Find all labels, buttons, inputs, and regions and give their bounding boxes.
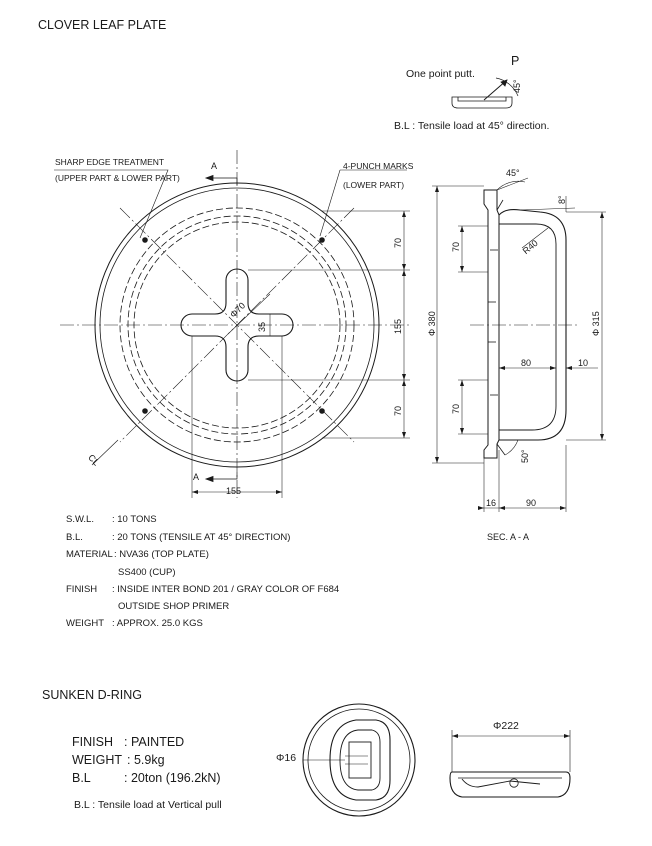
spec-value: OUTSIDE SHOP PRIMER [118,601,230,612]
spec-label: FINISH [66,584,98,595]
section-caption: SEC. A - A [487,532,530,542]
spec-label: WEIGHT [66,618,104,629]
dring-plan [302,703,416,817]
spec-value: : 10 TONS [112,514,157,525]
section-mark-top: A [211,161,218,171]
clover-title: CLOVER LEAF PLATE [38,18,167,32]
spec-label: B.L. [66,532,83,543]
sharp-edge-label: SHARP EDGE TREATMENT [55,157,165,167]
spec-value: : INSIDE INTER BOND 201 / GRAY COLOR OF … [112,584,340,595]
dring-title: SUNKEN D-RING [42,688,143,702]
spec-value: : 5.9kg [127,753,165,767]
spec-value: : NVA36 (TOP PLATE) [114,549,209,560]
dim-70-top: 70 [393,237,403,248]
dim-16: 16 [486,498,497,508]
lower-part-label: (LOWER PART) [343,180,405,190]
dim-35: 35 [257,321,267,332]
spec-label: MATERIAL [66,549,113,560]
spec-value: : APPROX. 25.0 KGS [112,618,203,629]
spec-label: FINISH [72,735,113,749]
dim-sec-70-top: 70 [451,241,461,252]
plan-view [54,150,412,498]
section-view [432,177,606,512]
dim-10: 10 [578,358,589,368]
dim-8deg: 8° [557,195,567,204]
spec-value: : PAINTED [124,735,185,749]
putt-angle-label: 45° [512,79,522,93]
dring-side [449,730,571,798]
dim-155-horizontal: 155 [226,486,242,496]
dim-90: 90 [526,498,537,508]
dring-bl-note: B.L : Tensile load at Vertical pull [74,799,222,811]
dim-70-bottom: 70 [393,405,403,416]
dim-155-vertical: 155 [393,318,403,334]
dim-sec-70-bottom: 70 [451,403,461,414]
dim-80: 80 [521,358,532,368]
bl-note: B.L : Tensile load at 45° direction. [394,120,550,132]
dim-phi16: Φ16 [276,752,297,764]
spec-label: B.L [72,771,91,785]
spec-label: S.W.L. [66,514,94,525]
p-label: P [511,54,520,68]
one-point-label: One point putt. [406,68,475,80]
dim-phi315: Φ 315 [591,311,601,336]
spec-label: WEIGHT [72,753,122,767]
dim-45deg: 45° [506,168,520,178]
punch-marks-label: 4-PUNCH MARKS [343,161,414,171]
spec-value: : 20 TONS (TENSILE AT 45° DIRECTION) [112,532,291,543]
spec-value: : 20ton (196.2kN) [124,771,221,785]
section-mark-bottom: A [193,472,200,482]
dim-50deg: 50° [520,449,530,463]
upper-lower-label: (UPPER PART & LOWER PART) [55,173,180,183]
one-point-sketch [451,77,519,109]
dim-phi222: Φ222 [493,720,519,732]
spec-value: SS400 (CUP) [118,567,176,578]
dim-phi380: Φ 380 [427,311,437,336]
